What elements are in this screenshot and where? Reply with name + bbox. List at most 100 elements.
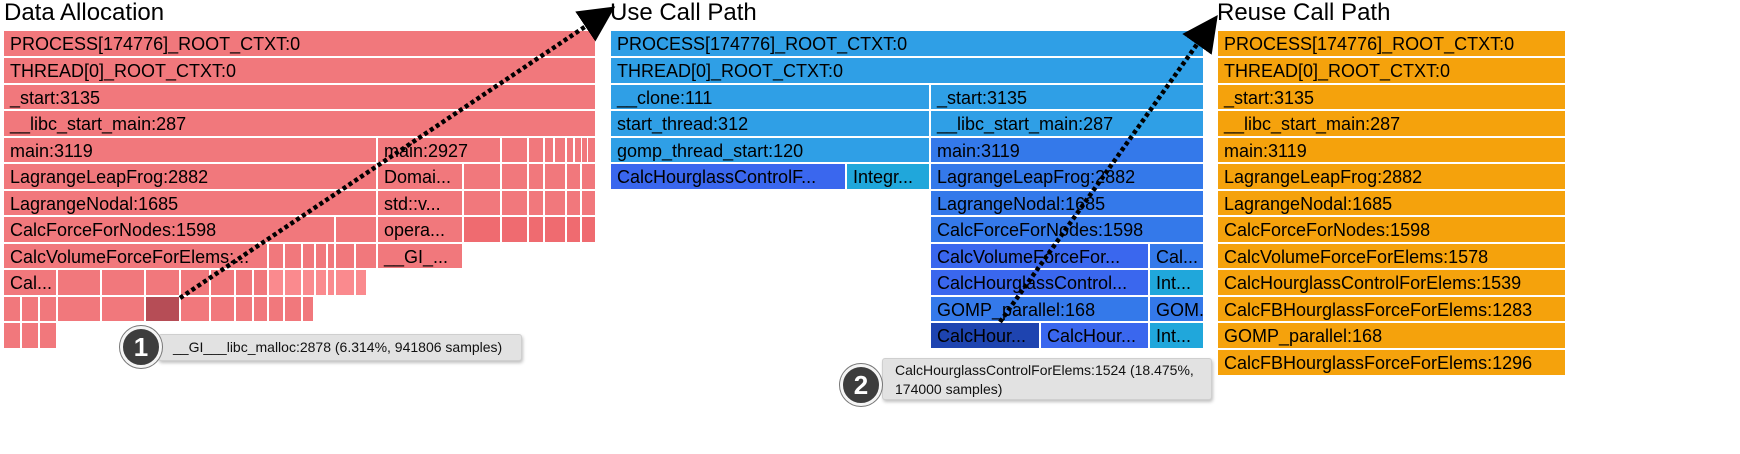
alloc-frame-small[interactable]: [501, 190, 528, 216]
use-frame-thread[interactable]: THREAD[0]_ROOT_CTXT:0: [610, 57, 1204, 84]
alloc-frame-small[interactable]: [501, 216, 528, 243]
use-frame-clone[interactable]: __clone:111: [610, 84, 930, 110]
use-frame-gomp-parallel[interactable]: GOMP_parallel:168: [930, 296, 1149, 322]
reuse-frame[interactable]: THREAD[0]_ROOT_CTXT:0: [1217, 57, 1566, 84]
use-frame-main[interactable]: main:3119: [930, 137, 1204, 163]
alloc-frame-small[interactable]: [253, 269, 268, 296]
use-frame-gom[interactable]: GOM...: [1149, 296, 1204, 322]
reuse-frame[interactable]: PROCESS[174776]_ROOT_CTXT:0: [1217, 30, 1566, 57]
alloc-frame-libc-start-main[interactable]: __libc_start_main:287: [3, 110, 596, 137]
alloc-frame-small[interactable]: [284, 269, 302, 296]
alloc-frame-small[interactable]: [101, 296, 145, 322]
reuse-frame[interactable]: CalcHourglassControlForElems:1539: [1217, 269, 1566, 296]
alloc-frame-calc-volume-force[interactable]: CalcVolumeForceForElems:...: [3, 243, 268, 269]
alloc-frame-small[interactable]: [39, 322, 57, 349]
reuse-frame[interactable]: CalcVolumeForceForElems:1578: [1217, 243, 1566, 269]
alloc-frame-small[interactable]: [355, 243, 377, 269]
alloc-frame-gi[interactable]: __GI_...: [377, 243, 463, 269]
alloc-frame-small[interactable]: [3, 296, 21, 322]
alloc-frame-small[interactable]: [145, 269, 180, 296]
alloc-frame-small[interactable]: [335, 269, 355, 296]
alloc-frame-small[interactable]: [544, 137, 554, 163]
alloc-frame-small[interactable]: [528, 163, 544, 190]
use-frame-int-2[interactable]: Int...: [1149, 322, 1204, 349]
reuse-frame[interactable]: CalcFBHourglassForceForElems:1296: [1217, 349, 1566, 376]
alloc-frame-small[interactable]: [355, 269, 367, 296]
use-frame-integr[interactable]: Integr...: [846, 163, 930, 190]
use-frame-lagrange-nodal[interactable]: LagrangeNodal:1685: [930, 190, 1204, 216]
use-frame-calc-force-nodes[interactable]: CalcForceForNodes:1598: [930, 216, 1204, 243]
alloc-frame-small[interactable]: [501, 137, 528, 163]
alloc-frame-small[interactable]: [284, 296, 302, 322]
alloc-frame-small[interactable]: [3, 322, 21, 349]
use-frame-calc-hourglass-control[interactable]: CalcHourglassControl...: [930, 269, 1149, 296]
alloc-frame-small[interactable]: [463, 216, 501, 243]
alloc-frame-small[interactable]: [566, 163, 581, 190]
reuse-frame[interactable]: main:3119: [1217, 137, 1566, 163]
alloc-frame-small[interactable]: [566, 137, 574, 163]
alloc-frame-small[interactable]: [581, 163, 596, 190]
use-frame-lagrange-leapfrog[interactable]: LagrangeLeapFrog:2882: [930, 163, 1204, 190]
alloc-frame-small[interactable]: [544, 190, 566, 216]
alloc-frame-start[interactable]: _start:3135: [3, 84, 596, 110]
use-frame-start[interactable]: _start:3135: [930, 84, 1204, 110]
use-frame-int-1[interactable]: Int...: [1149, 269, 1204, 296]
alloc-frame-small[interactable]: [566, 190, 581, 216]
use-frame-cal[interactable]: Cal...: [1149, 243, 1204, 269]
alloc-frame-small[interactable]: [463, 163, 501, 190]
alloc-frame-std-v[interactable]: std::v...: [377, 190, 463, 216]
reuse-frame[interactable]: LagrangeLeapFrog:2882: [1217, 163, 1566, 190]
alloc-frame-small[interactable]: [210, 269, 235, 296]
reuse-frame[interactable]: GOMP_parallel:168: [1217, 322, 1566, 349]
alloc-frame-small[interactable]: [327, 269, 335, 296]
alloc-frame-small[interactable]: [253, 296, 268, 322]
alloc-frame-opera[interactable]: opera...: [377, 216, 463, 243]
alloc-frame-small[interactable]: [101, 269, 145, 296]
alloc-frame-small[interactable]: [284, 243, 302, 269]
alloc-frame-domain[interactable]: Domai...: [377, 163, 463, 190]
alloc-frame-small[interactable]: [302, 269, 315, 296]
alloc-frame-lagrange-leapfrog[interactable]: LagrangeLeapFrog:2882: [3, 163, 377, 190]
alloc-frame-main-2927[interactable]: main:2927: [377, 137, 501, 163]
alloc-frame-small[interactable]: [335, 216, 377, 243]
alloc-frame-small[interactable]: [315, 269, 327, 296]
alloc-frame-small[interactable]: [528, 137, 544, 163]
alloc-frame-small[interactable]: [501, 163, 528, 190]
alloc-frame-small[interactable]: [180, 296, 210, 322]
alloc-frame-small[interactable]: [587, 137, 596, 163]
use-frame-libc-start-main[interactable]: __libc_start_main:287: [930, 110, 1204, 137]
use-frame-calc-volume-force[interactable]: CalcVolumeForceFor...: [930, 243, 1149, 269]
alloc-frame-small[interactable]: [528, 190, 544, 216]
alloc-frame-process[interactable]: PROCESS[174776]_ROOT_CTXT:0: [3, 30, 596, 57]
alloc-frame-small[interactable]: [235, 296, 253, 322]
alloc-frame-small[interactable]: [235, 269, 253, 296]
alloc-frame-small[interactable]: [327, 243, 335, 269]
alloc-frame-small[interactable]: [315, 243, 327, 269]
alloc-frame-small[interactable]: [544, 163, 566, 190]
alloc-frame-small[interactable]: [463, 190, 501, 216]
alloc-frame-small[interactable]: [210, 296, 235, 322]
alloc-frame-small[interactable]: [528, 216, 544, 243]
alloc-frame-small[interactable]: [268, 269, 284, 296]
alloc-frame-small[interactable]: [335, 243, 355, 269]
alloc-frame-small[interactable]: [544, 216, 566, 243]
reuse-frame[interactable]: CalcForceForNodes:1598: [1217, 216, 1566, 243]
alloc-frame-cal[interactable]: Cal...: [3, 269, 57, 296]
use-frame-start-thread[interactable]: start_thread:312: [610, 110, 930, 137]
alloc-frame-small[interactable]: [302, 296, 314, 322]
reuse-frame[interactable]: _start:3135: [1217, 84, 1566, 110]
alloc-frame-thread[interactable]: THREAD[0]_ROOT_CTXT:0: [3, 57, 596, 84]
alloc-frame-small[interactable]: [268, 296, 284, 322]
alloc-frame-small[interactable]: [57, 296, 101, 322]
alloc-frame-small[interactable]: [554, 137, 566, 163]
alloc-frame-small[interactable]: [39, 296, 57, 322]
use-frame-calc-hourglass-control-f[interactable]: CalcHourglassControlF...: [610, 163, 846, 190]
alloc-frame-small[interactable]: [180, 269, 210, 296]
use-frame-calc-hour[interactable]: CalcHour...: [1040, 322, 1149, 349]
alloc-frame-lagrange-nodal[interactable]: LagrangeNodal:1685: [3, 190, 377, 216]
reuse-frame[interactable]: CalcFBHourglassForceForElems:1283: [1217, 296, 1566, 322]
alloc-frame-small[interactable]: [566, 216, 581, 243]
alloc-frame-small[interactable]: [581, 216, 596, 243]
alloc-frame-small[interactable]: [581, 190, 596, 216]
alloc-frame-main-3119[interactable]: main:3119: [3, 137, 377, 163]
